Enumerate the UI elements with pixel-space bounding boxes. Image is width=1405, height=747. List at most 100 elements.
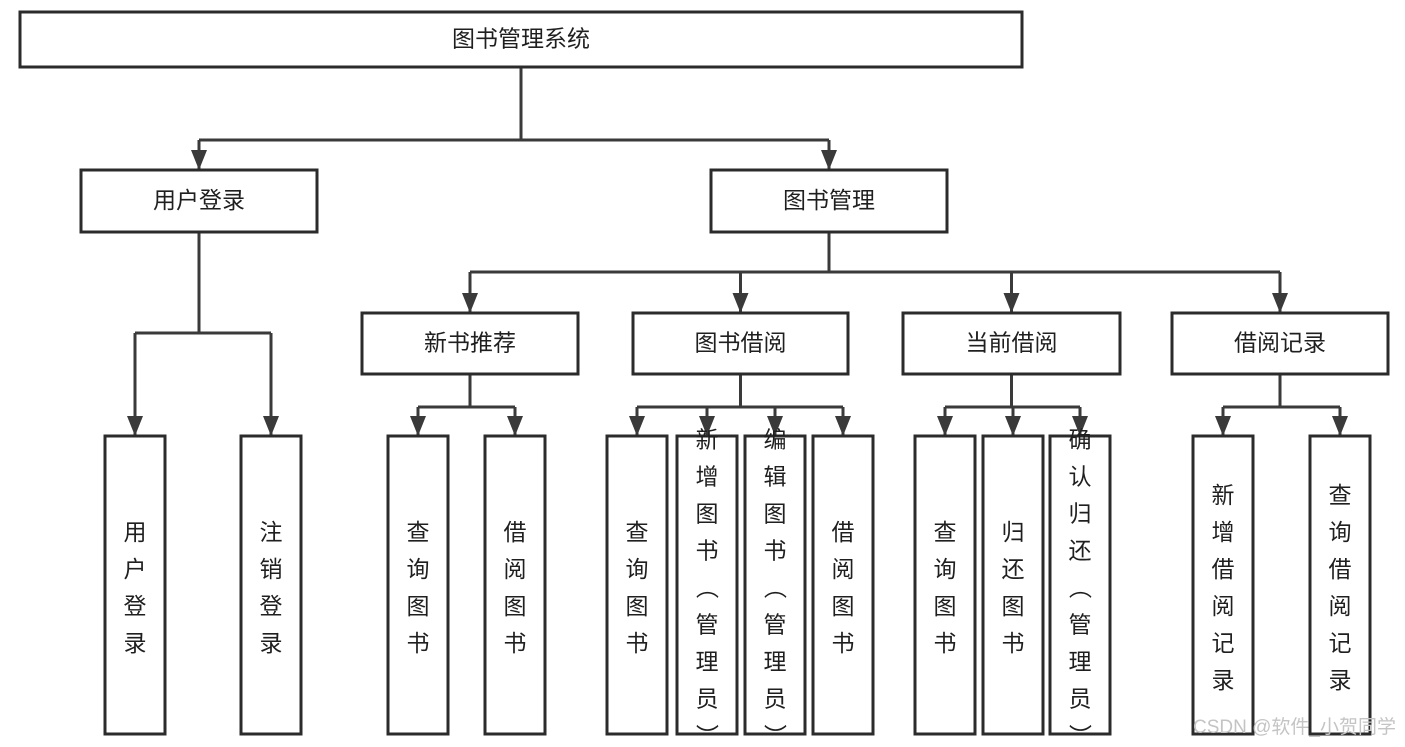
node-label-leaf-add-borrow-record-char-3: 阅: [1212, 593, 1235, 619]
node-label-leaf-add-borrow-record-char-4: 记: [1212, 630, 1235, 656]
conn-book-management-arrow-3: [1272, 293, 1288, 313]
node-label-leaf-add-borrow-record-char-1: 增: [1212, 519, 1235, 545]
node-box-leaf-return-book: [981, 434, 1045, 736]
conn-book-borrow-arrow-2: [767, 416, 783, 436]
node-label-leaf-edit-book-admin-char-1: 辑: [764, 463, 787, 489]
node-label-root: 图书管理系统: [452, 26, 590, 52]
node-label-leaf-return-book-char-2: 图: [1002, 593, 1025, 619]
node-label-leaf-add-borrow-record-char-2: 借: [1212, 556, 1235, 582]
node-label-leaf-confirm-return-admin-char-0: 确: [1069, 426, 1092, 452]
node-label-leaf-add-borrow-record-char-0: 新: [1212, 482, 1235, 508]
conn-root-arrow-1: [821, 150, 837, 170]
node-label-leaf-query-borrow-record-char-1: 询: [1329, 519, 1352, 545]
node-box-leaf-add-book-admin: [675, 434, 739, 736]
node-borrow-record[interactable]: 借阅记录: [1170, 311, 1390, 376]
node-label-leaf-add-book-admin-char-3: 书: [696, 537, 719, 563]
node-label-leaf-borrow-book-2-char-1: 阅: [832, 556, 855, 582]
node-label-leaf-borrow-book-1-char-2: 图: [504, 593, 527, 619]
conn-borrow-record-arrow-1: [1332, 416, 1348, 436]
node-label-leaf-query-book-2-char-1: 询: [626, 556, 649, 582]
node-box-leaf-add-borrow-record: [1191, 434, 1255, 736]
node-box-leaf-confirm-return-admin: [1048, 434, 1112, 736]
conn-root-arrow-0: [191, 150, 207, 170]
node-label-user-login: 用户登录: [153, 187, 245, 213]
node-label-leaf-confirm-return-admin-char-5: 管: [1069, 611, 1092, 637]
node-new-book-recommend[interactable]: 新书推荐: [360, 311, 580, 376]
node-user-login[interactable]: 用户登录: [79, 168, 319, 234]
node-box-current-borrow: [901, 311, 1122, 376]
conn-current-borrow-arrow-2: [1072, 416, 1088, 436]
node-label-leaf-add-book-admin-char-0: 新: [696, 426, 719, 452]
node-box-leaf-borrow-book-2: [811, 434, 875, 736]
conn-user-login-arrow-1: [263, 416, 279, 436]
node-label-leaf-confirm-return-admin-char-3: 还: [1069, 537, 1092, 563]
node-book-management[interactable]: 图书管理: [709, 168, 949, 234]
conn-borrow-record-arrow-0: [1215, 416, 1231, 436]
node-label-leaf-query-book-2-char-2: 图: [626, 593, 649, 619]
node-label-leaf-confirm-return-admin-char-2: 归: [1069, 500, 1092, 526]
node-box-borrow-record: [1170, 311, 1390, 376]
node-label-book-management: 图书管理: [783, 187, 875, 213]
node-box-leaf-query-borrow-record: [1308, 434, 1372, 736]
node-label-leaf-query-borrow-record-char-3: 阅: [1329, 593, 1352, 619]
node-label-leaf-add-book-admin-char-5: 管: [696, 611, 719, 637]
node-label-leaf-edit-book-admin-char-6: 理: [764, 648, 787, 674]
node-label-book-borrow: 图书借阅: [695, 330, 787, 356]
node-book-borrow[interactable]: 图书借阅: [631, 311, 850, 376]
conn-current-borrow-arrow-1: [1005, 416, 1021, 436]
node-box-leaf-borrow-book-1: [483, 434, 547, 736]
node-label-leaf-add-book-admin-char-2: 图: [696, 500, 719, 526]
node-label-leaf-return-book-char-1: 还: [1002, 556, 1025, 582]
node-label-leaf-logout-login-char-1: 销: [260, 556, 283, 582]
csdn-watermark: CSDN @软件_小贺同学: [1193, 716, 1396, 738]
node-root[interactable]: 图书管理系统: [18, 10, 1024, 69]
conn-book-management-arrow-0: [462, 293, 478, 313]
node-label-leaf-query-book-2-char-3: 书: [626, 630, 649, 656]
node-label-leaf-borrow-book-1-char-0: 借: [504, 519, 527, 545]
node-label-leaf-user-login-char-0: 用: [124, 519, 147, 545]
node-label-leaf-edit-book-admin-char-5: 管: [764, 611, 787, 637]
node-label-leaf-query-borrow-record-char-5: 录: [1329, 667, 1352, 693]
node-label-leaf-logout-login-char-0: 注: [260, 519, 283, 545]
conn-new-book-recommend-arrow-1: [507, 416, 523, 436]
node-label-leaf-edit-book-admin-char-3: 书: [764, 537, 787, 563]
node-box-leaf-edit-book-admin: [743, 434, 807, 736]
node-label-leaf-return-book-char-3: 书: [1002, 630, 1025, 656]
node-label-leaf-query-borrow-record-char-4: 记: [1329, 630, 1352, 656]
node-label-leaf-query-book-3-char-2: 图: [934, 593, 957, 619]
node-leaf-user-login[interactable]: 用户登录: [103, 434, 167, 736]
node-box-leaf-query-book-3: [913, 434, 977, 736]
node-label-leaf-confirm-return-admin-char-6: 理: [1069, 648, 1092, 674]
conn-book-borrow-arrow-0: [629, 416, 645, 436]
node-label-leaf-return-book-char-0: 归: [1002, 519, 1025, 545]
conn-book-borrow-arrow-3: [835, 416, 851, 436]
node-box-leaf-user-login: [103, 434, 167, 736]
node-label-leaf-add-book-admin-char-8: ）: [694, 724, 720, 747]
conn-book-borrow-arrow-1: [699, 416, 715, 436]
node-box-root: [18, 10, 1024, 69]
node-current-borrow[interactable]: 当前借阅: [901, 311, 1122, 376]
connectors-layer: [127, 67, 1348, 436]
nodes-layer: 图书管理系统用户登录图书管理新书推荐图书借阅当前借阅借阅记录用户登录注销登录查询…: [18, 10, 1390, 747]
node-label-leaf-add-borrow-record-char-5: 录: [1212, 667, 1235, 693]
node-box-leaf-logout-login: [239, 434, 303, 736]
node-label-leaf-query-book-1-char-0: 查: [407, 519, 430, 545]
node-label-leaf-edit-book-admin-char-8: ）: [762, 724, 788, 747]
node-label-leaf-query-book-3-char-3: 书: [934, 630, 957, 656]
node-label-new-book-recommend: 新书推荐: [424, 330, 516, 356]
node-label-leaf-add-book-admin-char-6: 理: [696, 648, 719, 674]
node-label-leaf-user-login-char-3: 录: [124, 630, 147, 656]
